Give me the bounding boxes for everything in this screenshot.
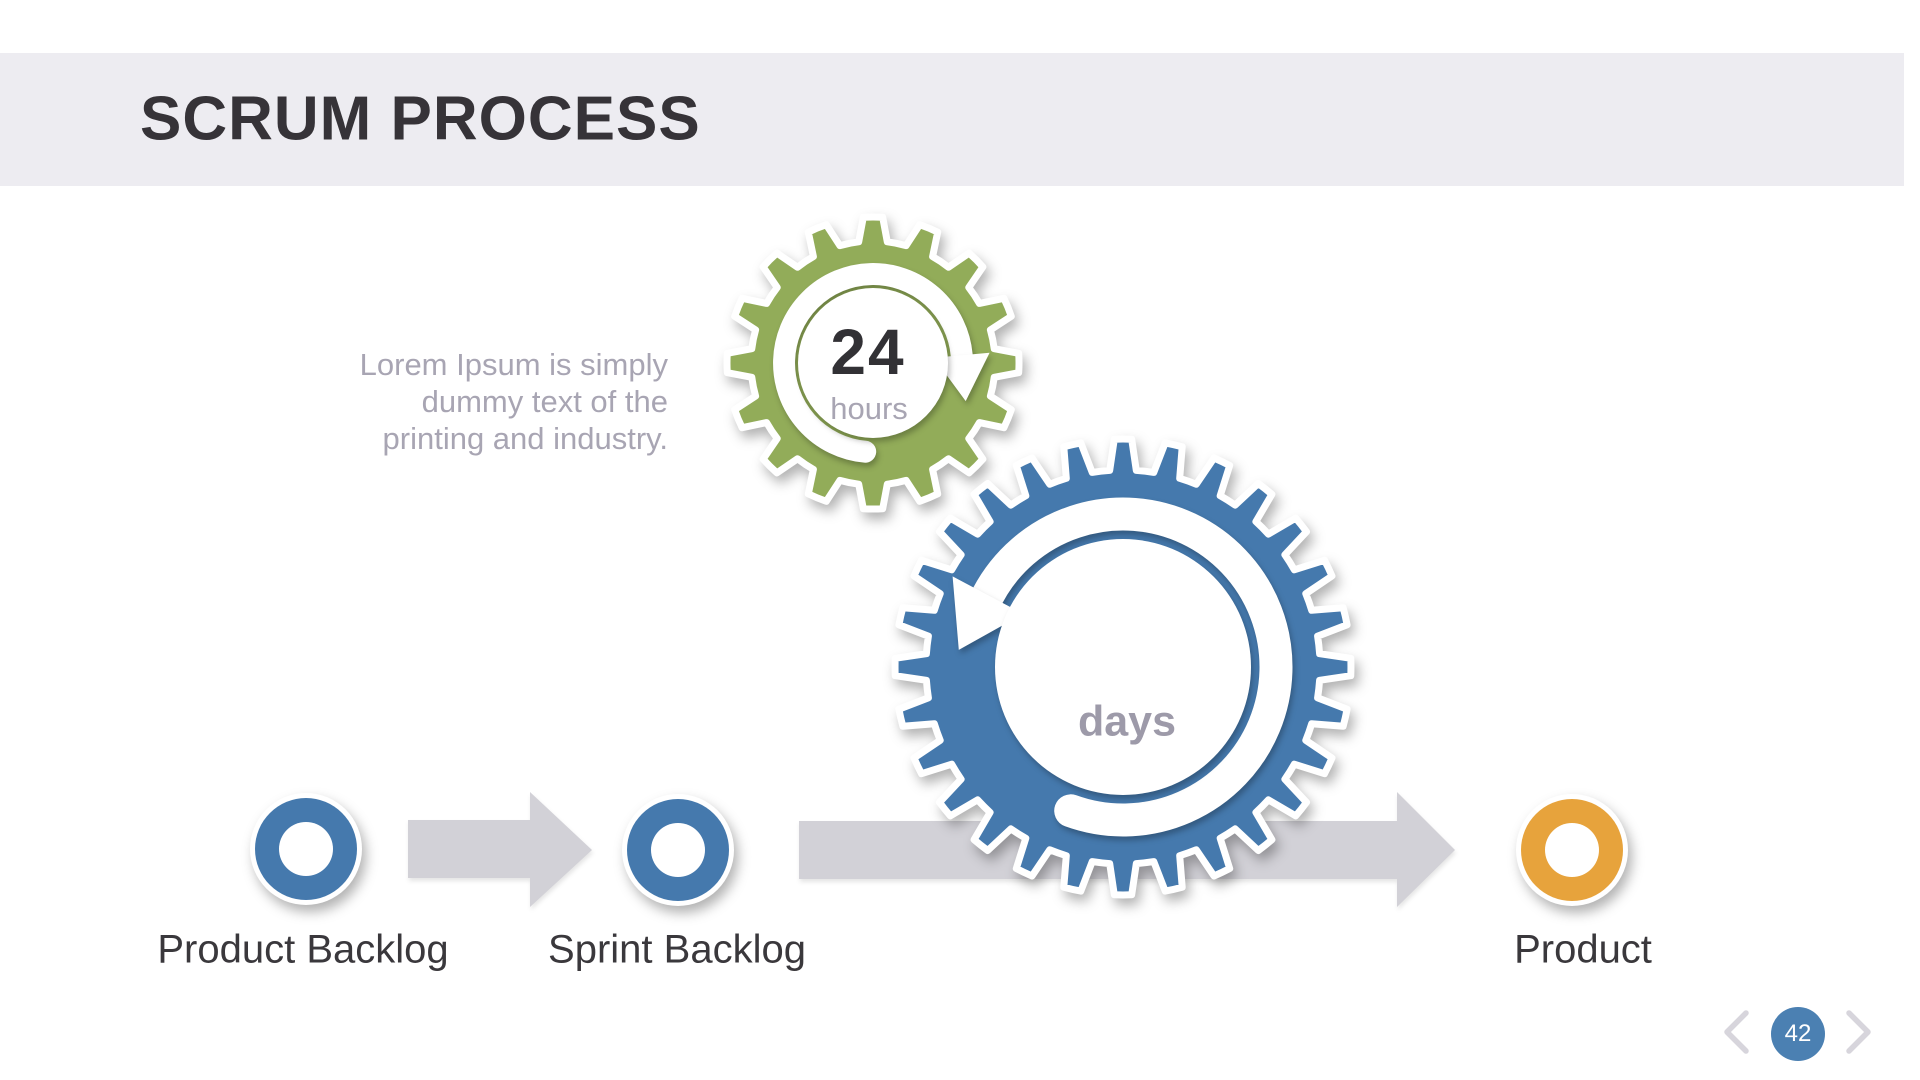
page-number: 42 [1784, 1020, 1812, 1047]
page-number-badge [1771, 1007, 1825, 1061]
description-text: Lorem Ipsum is simply dummy text of the … [360, 346, 668, 457]
step-label-product: Product [1514, 927, 1652, 972]
gear-24-hours [723, 213, 1023, 513]
gear-large-unit: days [1077, 697, 1177, 746]
process-step-marker-sprint-backlog [622, 794, 734, 906]
description-line: dummy text of the [421, 384, 668, 419]
prev-button[interactable] [1724, 1010, 1749, 1054]
step-label-sprint-backlog: Sprint Backlog [548, 927, 806, 972]
cycle-arrow-icon [773, 263, 973, 463]
step-label-product-backlog: Product Backlog [157, 927, 449, 972]
cycle-arrow-icon [971, 497, 1293, 837]
chevron-left-icon[interactable] [1724, 1010, 1749, 1054]
process-step-marker-product-backlog [250, 793, 362, 905]
gear-days [891, 435, 1355, 899]
description-line: Lorem Ipsum is simply [359, 347, 668, 382]
arrow-product-to-sprint-icon [408, 792, 592, 907]
marker-hole [1545, 823, 1599, 877]
gear-small-value: 24 [830, 316, 906, 388]
cycle-arrowhead-icon [952, 576, 1024, 650]
chevron-right-icon[interactable] [1846, 1010, 1871, 1054]
description-line: printing and industry. [382, 421, 668, 456]
slide-title-bar [0, 53, 1904, 186]
marker-hole [279, 822, 333, 876]
next-button[interactable] [1846, 1010, 1871, 1054]
gear-center-disc [995, 539, 1251, 795]
marker-hole [651, 823, 705, 877]
process-step-marker-product [1516, 794, 1628, 906]
gear-small-unit: hours [830, 391, 908, 426]
gear-center-disc [798, 288, 948, 438]
slide-title: SCRUM PROCESS [140, 84, 701, 154]
